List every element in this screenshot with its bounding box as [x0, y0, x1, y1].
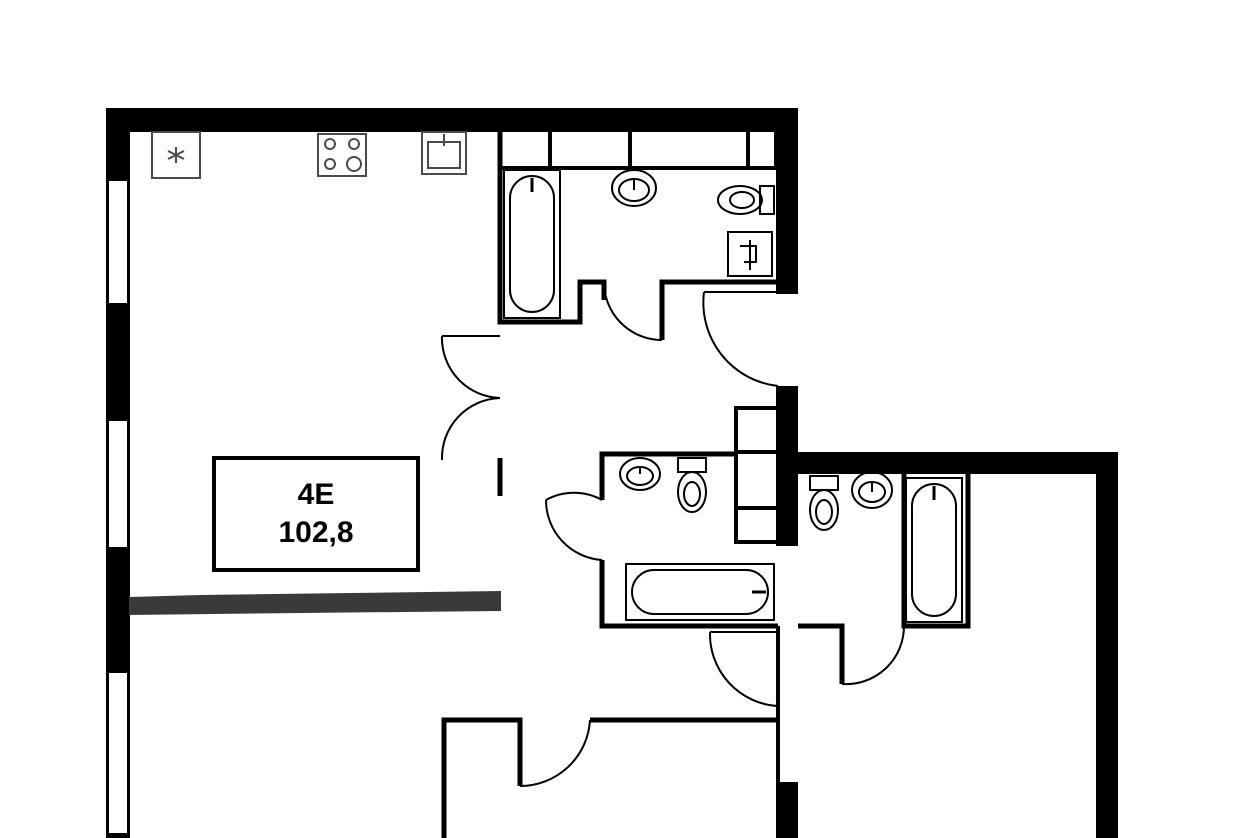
door-bathroom-1: [603, 281, 663, 341]
storage-niches: [498, 128, 778, 170]
washbasin-icon: [611, 169, 657, 207]
kitchen-sink-icon: [421, 131, 467, 175]
bathtub-icon: [905, 477, 963, 623]
shaft-niches: [734, 406, 780, 544]
washing-machine-icon: [727, 231, 773, 277]
window-left-2: [107, 419, 129, 549]
bathtub-icon: [503, 169, 561, 319]
unit-area: 102,8: [278, 516, 354, 549]
window-left-1: [107, 179, 129, 305]
door-hall-lower: [708, 626, 780, 838]
door-bathroom-3: [841, 625, 906, 686]
washbasin-icon: [619, 457, 661, 491]
unit-name: 4E: [297, 478, 335, 511]
door-entrance: [702, 291, 779, 387]
wall-right-lower: [776, 782, 798, 838]
unit-label: 4E 102,8: [212, 456, 420, 572]
wall-right-upper: [776, 108, 798, 294]
toilet-icon: [717, 185, 775, 215]
washbasin-icon: [851, 471, 893, 509]
stove-icon: [317, 133, 367, 177]
bathroom-2-walls: [599, 451, 778, 629]
partition-stroke: [129, 590, 501, 616]
toilet-icon: [677, 457, 707, 513]
ventilation-icon: [151, 131, 201, 179]
window-left-3: [107, 671, 129, 835]
bathroom-3-walls: [798, 474, 971, 684]
door-bathroom-2: [544, 491, 603, 561]
door-bedroom: [519, 719, 591, 788]
wall-wing-top: [776, 452, 1118, 474]
door-living-double: [440, 335, 501, 461]
toilet-icon: [809, 475, 839, 531]
wall-wing-right: [1096, 452, 1118, 838]
bathtub-icon: [625, 563, 775, 621]
bedroom-walls: [441, 717, 778, 838]
